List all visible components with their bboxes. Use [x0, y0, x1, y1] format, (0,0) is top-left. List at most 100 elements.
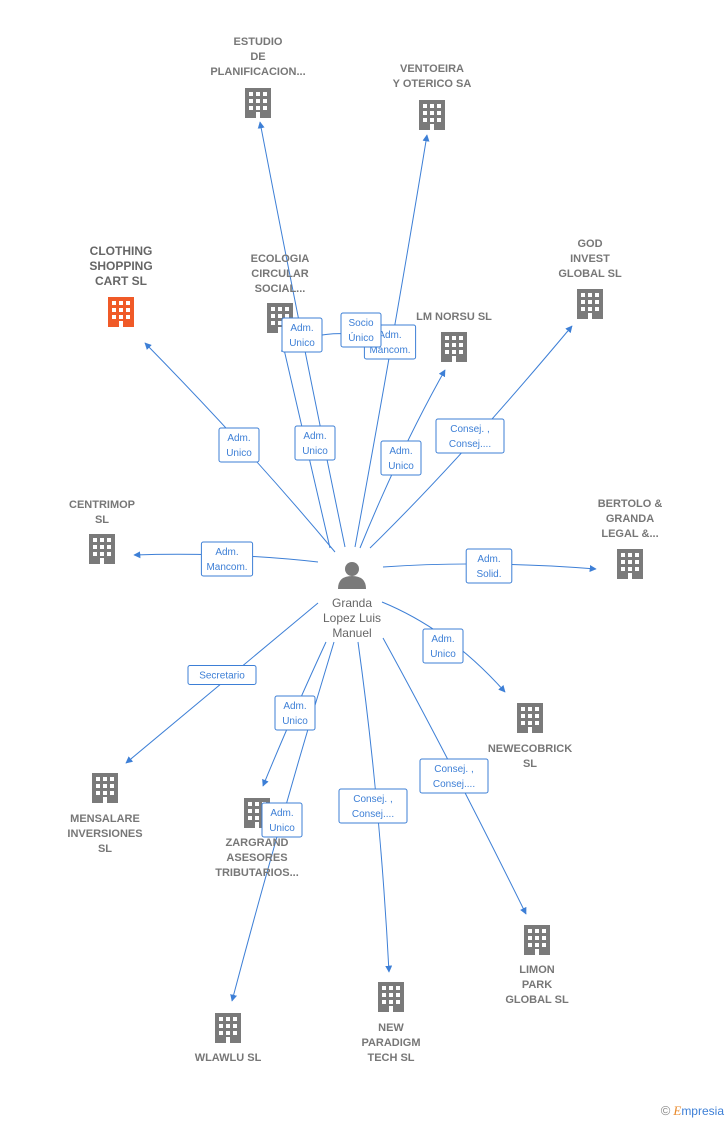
company-node-newparadigm[interactable]: NEW PARADIGM TECH SL — [361, 982, 421, 1064]
edge-label-box — [340, 312, 382, 348]
edge-label-text: Unico — [269, 823, 295, 834]
edge-label-text: Adm. — [290, 323, 313, 334]
edge-label-box — [261, 802, 303, 838]
company-node-lmnorsu[interactable]: LM NORSU SL — [416, 311, 492, 362]
company-name: TRIBUTARIOS... — [215, 867, 299, 879]
edge-label-text: Adm. — [270, 808, 293, 819]
building-icon — [245, 88, 271, 118]
edge-label-centrimop[interactable]: Adm. Mancom. — [200, 541, 254, 577]
edge-label-box — [187, 665, 257, 685]
person-icon — [338, 562, 366, 589]
company-name: ESTUDIO — [234, 36, 283, 48]
building-icon — [577, 289, 603, 319]
edge-label-text: Adm. — [431, 634, 454, 645]
person-name: Manuel — [332, 626, 371, 640]
company-name: NEWECOBRICK — [488, 743, 572, 755]
edge-label-text: Unico — [282, 716, 308, 727]
company-name: INVERSIONES — [67, 828, 142, 840]
company-name: GLOBAL SL — [505, 994, 569, 1006]
company-name: ASESORES — [226, 852, 287, 864]
edge-label-text: Adm. — [303, 431, 326, 442]
edge-label-lmnorsu[interactable]: Adm. Unico — [380, 440, 422, 476]
edge-label-box — [338, 788, 408, 824]
brand-footer: ©Empresia — [661, 1103, 724, 1119]
company-name: CLOTHING — [90, 244, 153, 258]
person-name: Granda — [332, 596, 372, 610]
edge-label-text: Consej. , — [353, 794, 392, 805]
company-name: SL — [95, 514, 109, 526]
company-name: ECOLOGIA — [251, 253, 310, 265]
company-name: DE — [250, 51, 265, 63]
company-name: GRANDA — [606, 513, 654, 525]
person-name: Lopez Luis — [323, 611, 381, 625]
edge-label-box — [380, 440, 422, 476]
edge-label-ecologia[interactable]: Adm.Unico — [281, 317, 323, 353]
edge-label-wlawlu[interactable]: Adm. Unico — [261, 802, 303, 838]
company-name: CIRCULAR — [251, 268, 308, 280]
company-name: NEW — [378, 1022, 404, 1034]
company-name: PARK — [522, 979, 552, 991]
edge-label-mensalare[interactable]: Secretario — [187, 665, 257, 685]
company-name: VENTOEIRA — [400, 63, 464, 75]
company-name: PARADIGM — [361, 1037, 420, 1049]
company-node-estudio[interactable]: ESTUDIODEPLANIFICACION... — [210, 36, 306, 118]
edge-label-god[interactable]: Consej. ,Consej.... — [435, 418, 505, 454]
edge-label-box — [200, 541, 254, 577]
building-icon — [524, 925, 550, 955]
edge-label-box — [419, 758, 489, 794]
edge-label-text: Adm. — [477, 554, 500, 565]
edge-label-limon[interactable]: Consej. ,Consej.... — [419, 758, 489, 794]
company-node-zargrand[interactable]: ZARGRAND ASESORES TRIBUTARIOS... — [215, 798, 299, 879]
company-name: TECH SL — [367, 1052, 414, 1064]
edge-label-text: Mancom. — [206, 562, 247, 573]
company-node-wlawlu[interactable]: WLAWLU SL — [195, 1013, 262, 1064]
company-name: Y OTERICO SA — [393, 78, 472, 90]
edge-label-zargrand[interactable]: Adm. Unico — [274, 695, 316, 731]
company-name: INVEST — [570, 253, 610, 265]
edge-label-text: Consej.... — [352, 809, 394, 820]
edge-label-text: Adm. — [215, 547, 238, 558]
company-name: ZARGRAND — [226, 837, 289, 849]
company-name: WLAWLU SL — [195, 1052, 262, 1064]
company-name: SL — [523, 758, 537, 770]
company-node-ventoeira[interactable]: VENTOEIRA Y OTERICO SA — [393, 63, 472, 130]
edge-label-box — [281, 317, 323, 353]
edge-label-text: Adm. — [283, 701, 306, 712]
edge-label-text: Adm. — [389, 446, 412, 457]
edge-label-clothing[interactable]: Adm.Unico — [218, 427, 260, 463]
edge-label-text: Consej. , — [434, 764, 473, 775]
building-icon — [378, 982, 404, 1012]
company-name: LEGAL &... — [601, 528, 658, 540]
edge-label-text: Solid. — [476, 569, 501, 580]
building-icon — [215, 1013, 241, 1043]
edge-label-bertolo[interactable]: Adm. Solid. — [465, 548, 513, 584]
building-icon — [92, 773, 118, 803]
building-icon — [419, 100, 445, 130]
edges-layer — [125, 121, 597, 1002]
edge-label-box — [422, 628, 464, 664]
company-name: SL — [98, 843, 112, 855]
edge-label-text: Unico — [388, 461, 414, 472]
company-node-newecobrick[interactable]: NEWECOBRICK SL — [488, 703, 572, 770]
edge-label-text: Unico — [430, 649, 456, 660]
company-name: SOCIAL... — [255, 283, 306, 295]
building-icon — [108, 297, 134, 327]
building-icon — [441, 332, 467, 362]
edge-label-newecobrick[interactable]: Adm. Unico — [422, 628, 464, 664]
edge-label-text: Consej.... — [449, 439, 491, 450]
edge-label-text: Mancom. — [369, 345, 410, 356]
edge-label-estudio[interactable]: Adm. Unico — [294, 425, 336, 461]
edge-label-text: Adm. — [227, 433, 250, 444]
edge-label-text: Unico — [302, 446, 328, 457]
company-node-ecologia[interactable]: ECOLOGIA CIRCULAR SOCIAL... — [251, 253, 310, 333]
edge-label-newparadigm[interactable]: Consej. , Consej.... — [338, 788, 408, 824]
